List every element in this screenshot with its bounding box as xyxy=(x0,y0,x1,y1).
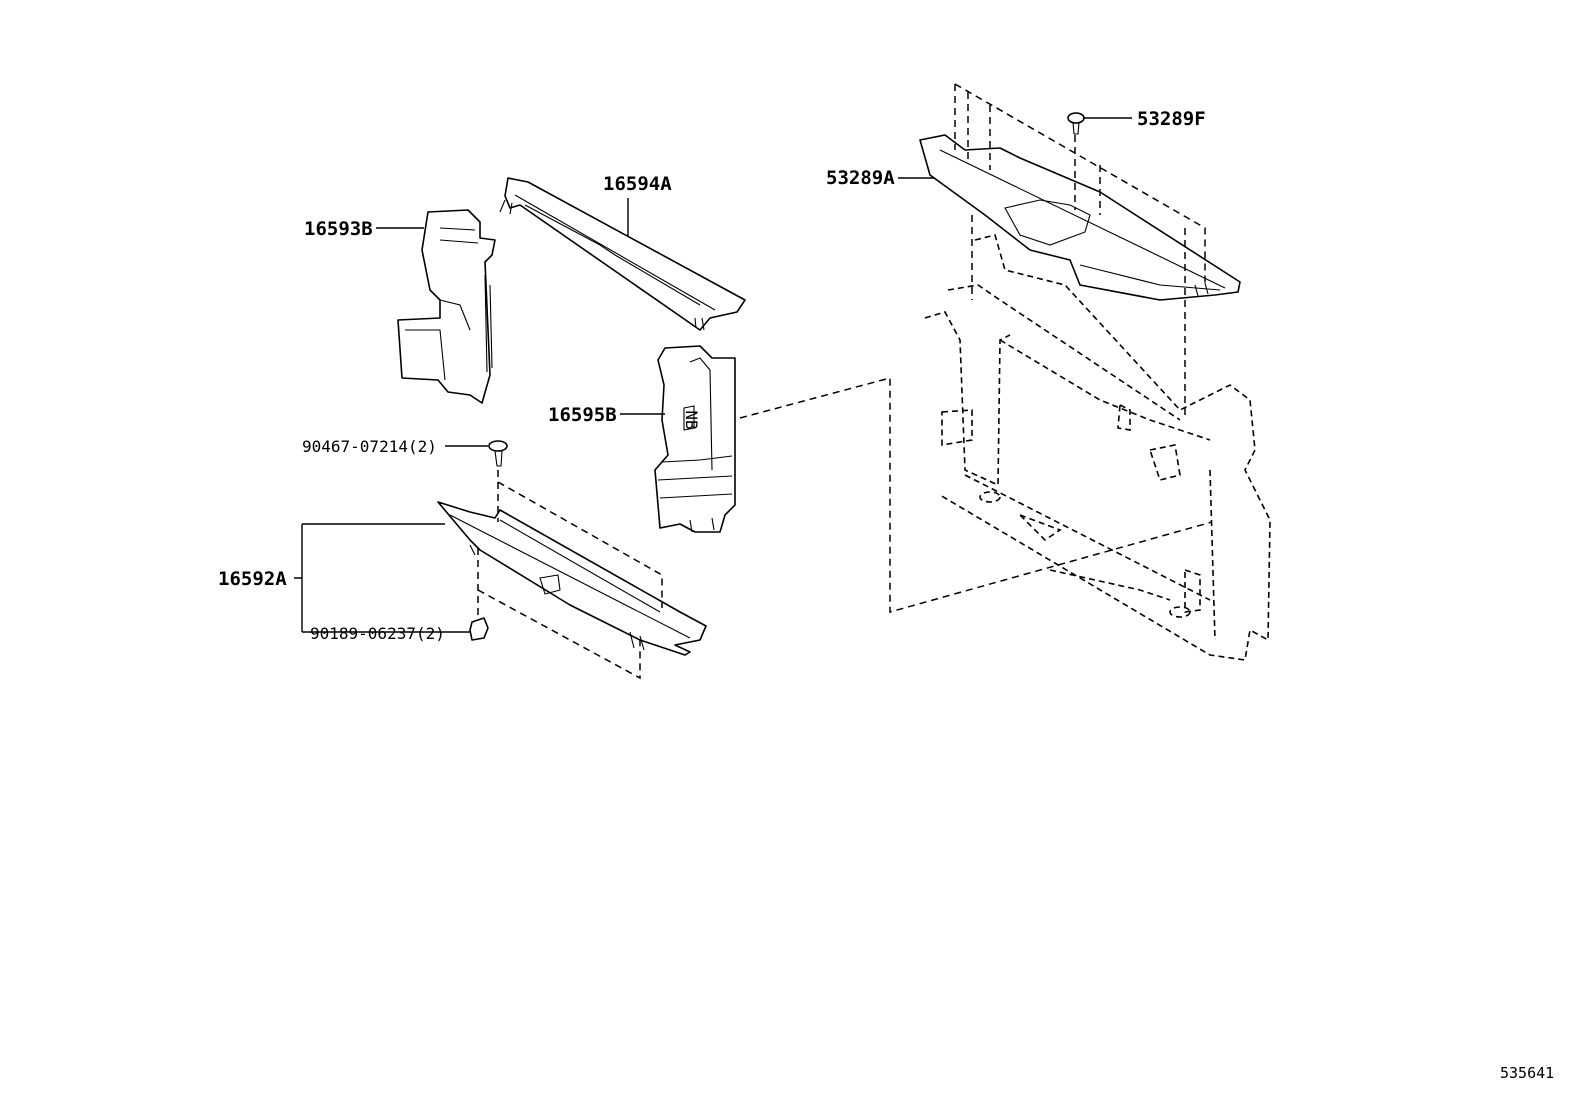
part-16594A-seal[interactable] xyxy=(499,177,746,331)
part-16595B-side-seal[interactable] xyxy=(654,345,736,533)
callout-53289A[interactable]: 53289A xyxy=(826,167,895,189)
callout-16594A[interactable]: 16594A xyxy=(603,173,672,195)
callout-90189-06237[interactable]: 90189-06237(2) xyxy=(310,624,445,643)
part-90467-07214-clip[interactable] xyxy=(488,440,508,467)
radiator-support-ghost xyxy=(924,234,1271,661)
callout-16593B[interactable]: 16593B xyxy=(304,218,373,240)
part-marking-nb: NB xyxy=(682,410,701,429)
callout-53289F[interactable]: 53289F xyxy=(1137,108,1206,130)
catalog-number: 535641 xyxy=(1500,1064,1554,1082)
part-53289A-upper-cover[interactable] xyxy=(919,134,1241,301)
explode-lines xyxy=(477,83,1213,680)
part-16593B-side-seal[interactable] xyxy=(397,209,496,404)
part-16592A-lower-seal[interactable] xyxy=(437,501,707,656)
callout-90467-07214[interactable]: 90467-07214(2) xyxy=(302,437,437,456)
part-90189-06237-clip[interactable] xyxy=(469,617,489,641)
callout-16592A[interactable]: 16592A xyxy=(218,568,287,590)
callout-16595B[interactable]: 16595B xyxy=(548,404,617,426)
part-53289F-clip[interactable] xyxy=(1067,112,1085,135)
leader-lines xyxy=(294,117,1132,633)
